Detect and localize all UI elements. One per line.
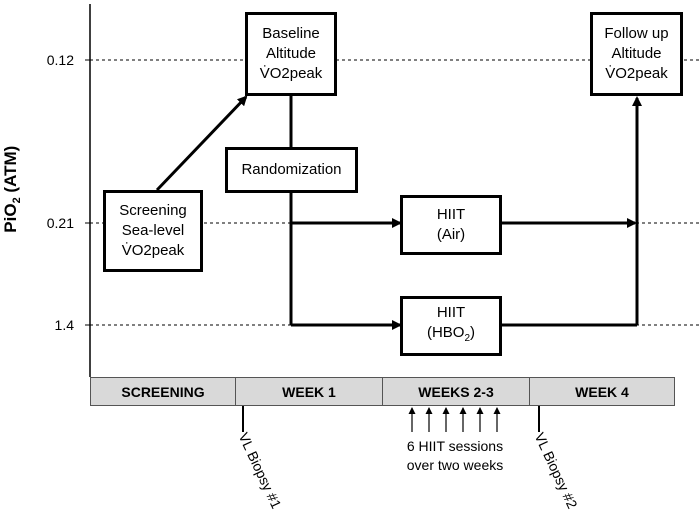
sessions-line1: 6 HIIT sessions: [406, 438, 504, 454]
hiit-air-line2: (Air): [436, 226, 466, 243]
followup-box: Follow up Altitude V̇O2peak: [590, 12, 683, 96]
sessions-note: 6 HIIT sessions over two weeks: [385, 437, 525, 475]
y-axis-label-subscript: 2: [11, 197, 24, 204]
followup-line2: Altitude: [611, 45, 662, 62]
hiit-hbo-line2: (HBO2): [427, 323, 475, 349]
session-arrows: [408, 407, 501, 432]
hiit-hbo-suffix: ): [470, 324, 476, 341]
hiit-hbo-subscript: 2: [464, 333, 471, 344]
y-axis-label-text: PiO: [0, 203, 20, 233]
timeline-screening: SCREENING: [90, 377, 236, 406]
screening-box: Screening Sea-level V̇O2peak: [103, 190, 203, 272]
diagram-canvas: [85, 4, 699, 432]
sessions-line2: over two weeks: [406, 457, 504, 473]
ytick-label-14: 1.4: [54, 317, 74, 333]
screening-line2: Sea-level: [121, 222, 185, 239]
baseline-line1: Baseline: [262, 25, 320, 42]
arrow-screening-to-baseline: [155, 95, 248, 192]
y-axis-label-unit: (ATM): [0, 145, 20, 198]
hiit-hbo-line1: HIIT: [436, 304, 466, 321]
baseline-box: Baseline Altitude V̇O2peak: [245, 12, 337, 96]
screening-line1: Screening: [119, 202, 187, 219]
followup-line3: V̇O2peak: [605, 65, 668, 82]
screening-line3: V̇O2peak: [121, 242, 185, 259]
hiit-hbo-prefix: (HBO: [426, 324, 465, 341]
ytick-label-021: 0.21: [46, 215, 74, 231]
randomization-label: Randomization: [241, 161, 342, 178]
hiit-air-line1: HIIT: [436, 206, 466, 223]
baseline-line2: Altitude: [265, 45, 317, 62]
ytick-label-012: 0.12: [46, 52, 74, 68]
baseline-line3: V̇O2peak: [259, 65, 323, 82]
timeline-weeks2-3: WEEKS 2-3: [382, 377, 530, 406]
timeline-week4: WEEK 4: [529, 377, 675, 406]
followup-line1: Follow up: [604, 25, 669, 42]
timeline-week1: WEEK 1: [235, 377, 383, 406]
hiit-hbo-box: HIIT (HBO2): [400, 296, 502, 356]
randomization-box: Randomization: [225, 147, 358, 193]
y-axis-label: PiO2 (ATM): [1, 144, 23, 234]
hiit-air-box: HIIT (Air): [400, 195, 502, 255]
